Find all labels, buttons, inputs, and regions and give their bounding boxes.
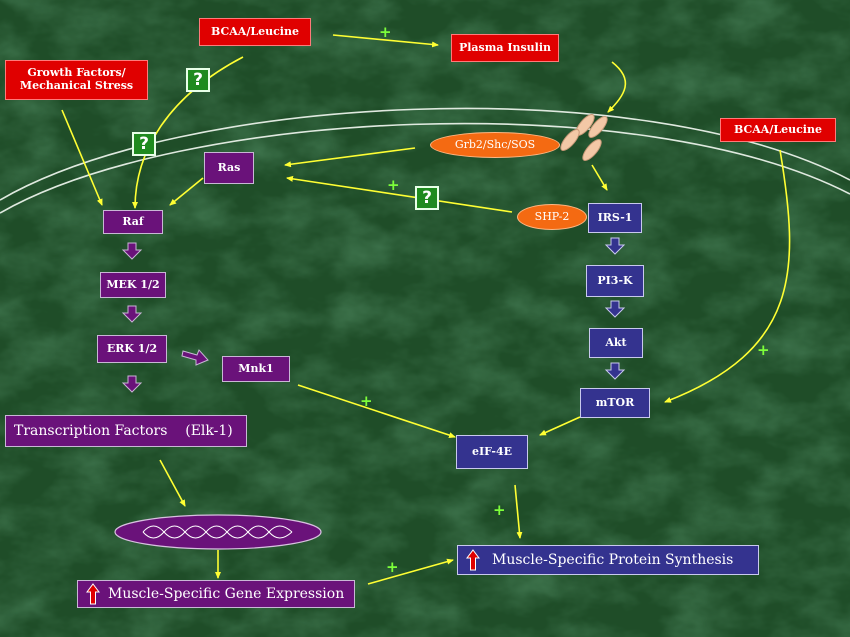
receptor-icon — [560, 114, 608, 161]
node-mtor: mTOR — [580, 388, 650, 418]
plus-sign: + — [757, 341, 770, 359]
down-arrow-pi3k-akt — [604, 300, 626, 318]
question-mark-badge: ? — [415, 186, 439, 210]
up-arrow-icon — [86, 583, 100, 605]
node-shp2: SHP-2 — [517, 204, 587, 230]
question-mark-badge: ? — [186, 68, 210, 92]
node-raf: Raf — [103, 210, 163, 234]
plus-sign: + — [360, 392, 373, 410]
node-transcription-factors: Transcription Factors (Elk-1) — [5, 415, 247, 447]
node-bcaa-leucine-right: BCAA/Leucine — [720, 118, 836, 142]
arrow-bcaa-raf — [132, 56, 244, 209]
node-plasma-insulin: Plasma Insulin — [451, 34, 559, 62]
up-arrow-icon — [466, 549, 480, 571]
node-akt: Akt — [589, 328, 643, 358]
gene-expression-label: Muscle-Specific Gene Expression — [108, 585, 345, 602]
down-arrow-akt-mtor — [604, 362, 626, 380]
node-gene-expression: Muscle-Specific Gene Expression — [77, 580, 355, 608]
node-irs1: IRS-1 — [588, 203, 642, 233]
node-grb2-shc-sos: Grb2/Shc/SOS — [430, 132, 560, 158]
dna-icon — [114, 514, 322, 550]
arrow-shp2-ras — [286, 175, 513, 213]
down-arrow-mek-erk — [121, 305, 143, 323]
right-arrow-erk-mnk1 — [181, 349, 209, 366]
node-bcaa-leucine-top: BCAA/Leucine — [199, 18, 311, 46]
node-eif4e: eIF-4E — [456, 435, 528, 469]
arrow-bcaa-mtor — [664, 149, 791, 403]
arrow-bcaa-insulin — [332, 34, 439, 48]
arrow-mtor-eif4e — [539, 416, 581, 436]
protein-synthesis-label: Muscle-Specific Protein Synthesis — [492, 551, 734, 568]
growth-factors-line1: Growth Factors/ — [27, 66, 126, 80]
node-pi3k: PI3-K — [586, 265, 644, 297]
arrow-ras-raf — [169, 177, 204, 206]
plus-sign: + — [387, 176, 400, 194]
node-growth-factors: Growth Factors/ Mechanical Stress — [5, 60, 148, 100]
arrow-growth-raf — [61, 109, 103, 206]
arrow-receptor-irs1 — [591, 164, 608, 191]
down-arrow-raf-mek — [121, 242, 143, 260]
node-mnk1: Mnk1 — [222, 356, 290, 382]
down-arrow-erk-tf — [121, 375, 143, 393]
node-erk: ERK 1/2 — [97, 335, 167, 363]
node-ras: Ras — [204, 152, 254, 184]
growth-factors-line2: Mechanical Stress — [19, 79, 134, 92]
arrow-eif4e-protein — [514, 484, 523, 539]
plus-sign: + — [493, 501, 506, 519]
plus-sign: + — [379, 23, 392, 41]
question-mark-badge: ? — [132, 132, 156, 156]
node-protein-synthesis: Muscle-Specific Protein Synthesis — [457, 545, 759, 575]
arrow-tf-dna — [159, 459, 186, 507]
arrow-insulin-receptor — [607, 61, 627, 113]
arrow-grb2-ras — [284, 147, 416, 168]
node-mek: MEK 1/2 — [100, 272, 166, 298]
plus-sign: + — [386, 558, 399, 576]
arrow-gene-protein — [367, 558, 454, 585]
down-arrow-irs1-pi3k — [604, 237, 626, 255]
arrow-mnk1-eif4e — [297, 384, 456, 438]
